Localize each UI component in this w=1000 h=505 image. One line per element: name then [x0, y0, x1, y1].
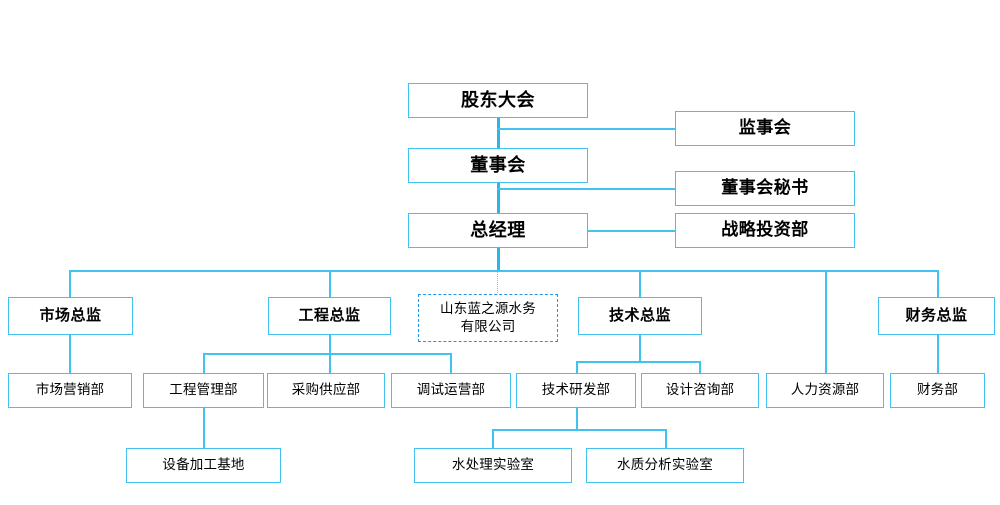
- connector-to-board-secretary: [497, 188, 675, 190]
- node-company-name: 山东蓝之源水务 有限公司: [418, 294, 558, 342]
- connector-sub-bus-to-commissioning-dept: [450, 353, 452, 374]
- connector-sub-bus-to-engineering-mgmt-dept: [203, 353, 205, 374]
- connector-technical-director-stub: [639, 335, 641, 362]
- company-name-line-1: 山东蓝之源水务: [440, 300, 536, 317]
- node-water-treatment-lab[interactable]: 水处理实验室: [414, 448, 572, 483]
- node-design-consulting-dept[interactable]: 设计咨询部: [641, 373, 759, 408]
- node-engineering-director[interactable]: 工程总监: [268, 297, 391, 335]
- connector-labs-sub-bus: [492, 429, 666, 431]
- node-market-director[interactable]: 市场总监: [8, 297, 133, 335]
- connector-bus-to-hr-dept: [825, 270, 827, 374]
- node-hr-dept[interactable]: 人力资源部: [766, 373, 884, 408]
- connector-bus-to-technical-director: [639, 270, 641, 298]
- connector-shareholders-to-board: [497, 118, 500, 148]
- connector-labs-bus-to-water-quality-lab: [665, 429, 667, 449]
- node-water-quality-lab[interactable]: 水质分析实验室: [586, 448, 744, 483]
- connector-engineering-mgmt-to-equipment-base: [203, 408, 205, 449]
- connector-tech-rd-to-labs-stub: [576, 408, 578, 430]
- connector-gm-to-company-name: [497, 271, 498, 295]
- node-supervisory-board[interactable]: 监事会: [675, 111, 855, 146]
- connector-to-supervisory-board: [497, 128, 675, 130]
- node-finance-director[interactable]: 财务总监: [878, 297, 995, 335]
- node-engineering-mgmt-dept[interactable]: 工程管理部: [143, 373, 264, 408]
- company-name-line-2: 有限公司: [460, 319, 516, 335]
- node-finance-dept[interactable]: 财务部: [890, 373, 985, 408]
- connector-engineering-director-stub: [329, 335, 331, 355]
- node-marketing-dept[interactable]: 市场营销部: [8, 373, 132, 408]
- connector-market-director-to-marketing-dept: [69, 335, 71, 374]
- node-equipment-base[interactable]: 设备加工基地: [126, 448, 281, 483]
- connector-bus-to-finance-director: [937, 270, 939, 298]
- connector-technical-sub-bus: [576, 361, 701, 363]
- connector-main-bus: [69, 270, 939, 272]
- node-procurement-supply-dept[interactable]: 采购供应部: [267, 373, 385, 408]
- connector-gm-to-main-bus: [497, 248, 500, 271]
- connector-to-strategic-investment: [588, 230, 675, 232]
- node-tech-rd-dept[interactable]: 技术研发部: [516, 373, 636, 408]
- connector-finance-director-to-finance-dept: [937, 335, 939, 374]
- node-commissioning-ops-dept[interactable]: 调试运营部: [391, 373, 511, 408]
- node-technical-director[interactable]: 技术总监: [578, 297, 702, 335]
- node-shareholders-meeting[interactable]: 股东大会: [408, 83, 588, 118]
- node-board-of-directors[interactable]: 董事会: [408, 148, 588, 183]
- connector-sub-bus-to-procurement-dept: [329, 353, 331, 374]
- connector-bus-to-market-director: [69, 270, 71, 298]
- node-general-manager[interactable]: 总经理: [408, 213, 588, 248]
- connector-sub-bus-to-design-consulting-dept: [699, 361, 701, 374]
- connector-sub-bus-to-tech-rd-dept: [576, 361, 578, 374]
- connector-labs-bus-to-water-treatment-lab: [492, 429, 494, 449]
- node-strategic-investment-dept[interactable]: 战略投资部: [675, 213, 855, 248]
- connector-engineering-sub-bus: [203, 353, 452, 355]
- connector-board-to-gm: [497, 183, 500, 213]
- node-board-secretary[interactable]: 董事会秘书: [675, 171, 855, 206]
- connector-bus-to-engineering-director: [329, 270, 331, 298]
